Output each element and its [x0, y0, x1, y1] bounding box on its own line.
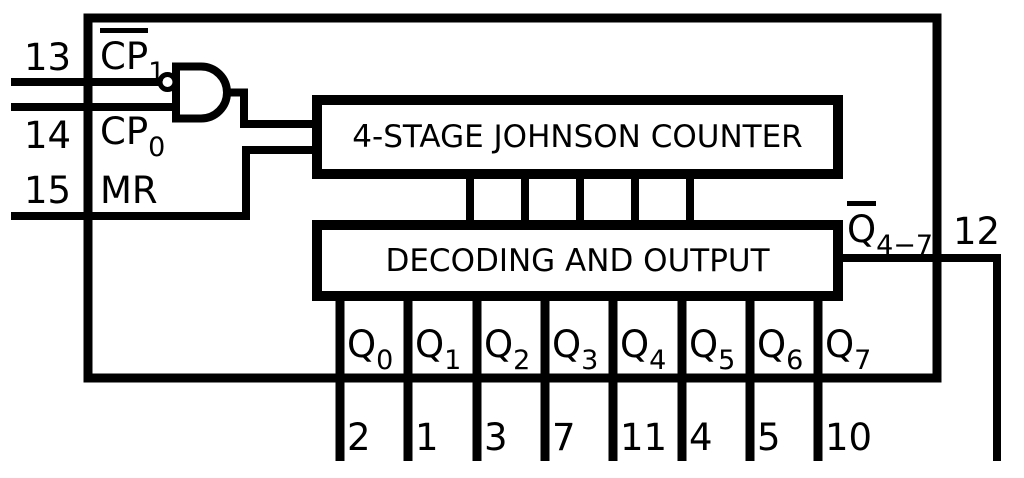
pin-number-q1: 1 — [415, 416, 439, 459]
label-q5: Q5 — [689, 326, 735, 374]
q3-base-text: Q — [552, 323, 582, 366]
carry-output-wire — [840, 254, 1001, 461]
q5-base-text: Q — [689, 323, 719, 366]
pin-number-12: 12 — [953, 210, 1001, 253]
invert-bubble-icon — [157, 72, 178, 92]
label-mr: MR — [100, 172, 158, 209]
pin-number-13: 13 — [24, 36, 72, 79]
cp0-subscript: 0 — [148, 132, 166, 163]
q4-7-subscript: 4−7 — [876, 230, 934, 261]
pin-number-q7: 10 — [825, 416, 873, 459]
label-q1: Q1 — [415, 326, 461, 374]
q5-subscript: 5 — [718, 345, 736, 376]
ic-boundary-rect — [83, 13, 942, 383]
label-q4: Q4 — [620, 326, 666, 374]
label-q4-7: Q4−7 — [847, 201, 933, 259]
label-q0: Q0 — [347, 326, 393, 374]
pin15-mr-wire — [11, 146, 320, 220]
q3-subscript: 3 — [581, 345, 599, 376]
label-q2: Q2 — [484, 326, 530, 374]
decoding-output-box — [312, 220, 843, 301]
q0-base-text: Q — [347, 323, 377, 366]
cp1-overline-text: CP — [100, 28, 149, 75]
label-q3: Q3 — [552, 326, 598, 374]
q7-base-text: Q — [825, 323, 855, 366]
q1-base-text: Q — [415, 323, 445, 366]
decoding-output-title: DECODING AND OUTPUT — [385, 242, 770, 279]
q6-base-text: Q — [757, 323, 787, 366]
q7-subscript: 7 — [854, 345, 872, 376]
pin-number-q5: 4 — [689, 416, 713, 459]
q2-base-text: Q — [484, 323, 514, 366]
label-cp0: CP0 — [100, 113, 165, 161]
pin-number-q2: 3 — [484, 416, 508, 459]
johnson-counter-title: 4-STAGE JOHNSON COUNTER — [352, 119, 803, 155]
q6-subscript: 6 — [786, 345, 804, 376]
q0-subscript: 0 — [376, 345, 394, 376]
label-q6: Q6 — [757, 326, 803, 374]
pin-number-q4: 11 — [620, 416, 668, 459]
q4-subscript: 4 — [649, 345, 667, 376]
q2-subscript: 2 — [513, 345, 531, 376]
label-cp1: CP1 — [100, 28, 165, 86]
mr-base-text: MR — [100, 169, 158, 212]
pin-number-q3: 7 — [552, 416, 576, 459]
label-q7: Q7 — [825, 326, 871, 374]
q4-base-text: Q — [620, 323, 650, 366]
pin-number-q6: 5 — [757, 416, 781, 459]
cp0-base-text: CP — [100, 110, 149, 153]
pin-number-14: 14 — [24, 114, 72, 157]
johnson-counter-box — [312, 95, 843, 179]
q1-subscript: 1 — [444, 345, 462, 376]
pin-number-q0: 2 — [347, 416, 371, 459]
cp1-subscript: 1 — [148, 57, 166, 88]
gate-output-wire — [227, 88, 320, 128]
pin-number-15: 15 — [24, 169, 72, 212]
q4-7-overline-text: Q — [847, 201, 877, 248]
clock-and-gate-icon — [172, 62, 231, 123]
